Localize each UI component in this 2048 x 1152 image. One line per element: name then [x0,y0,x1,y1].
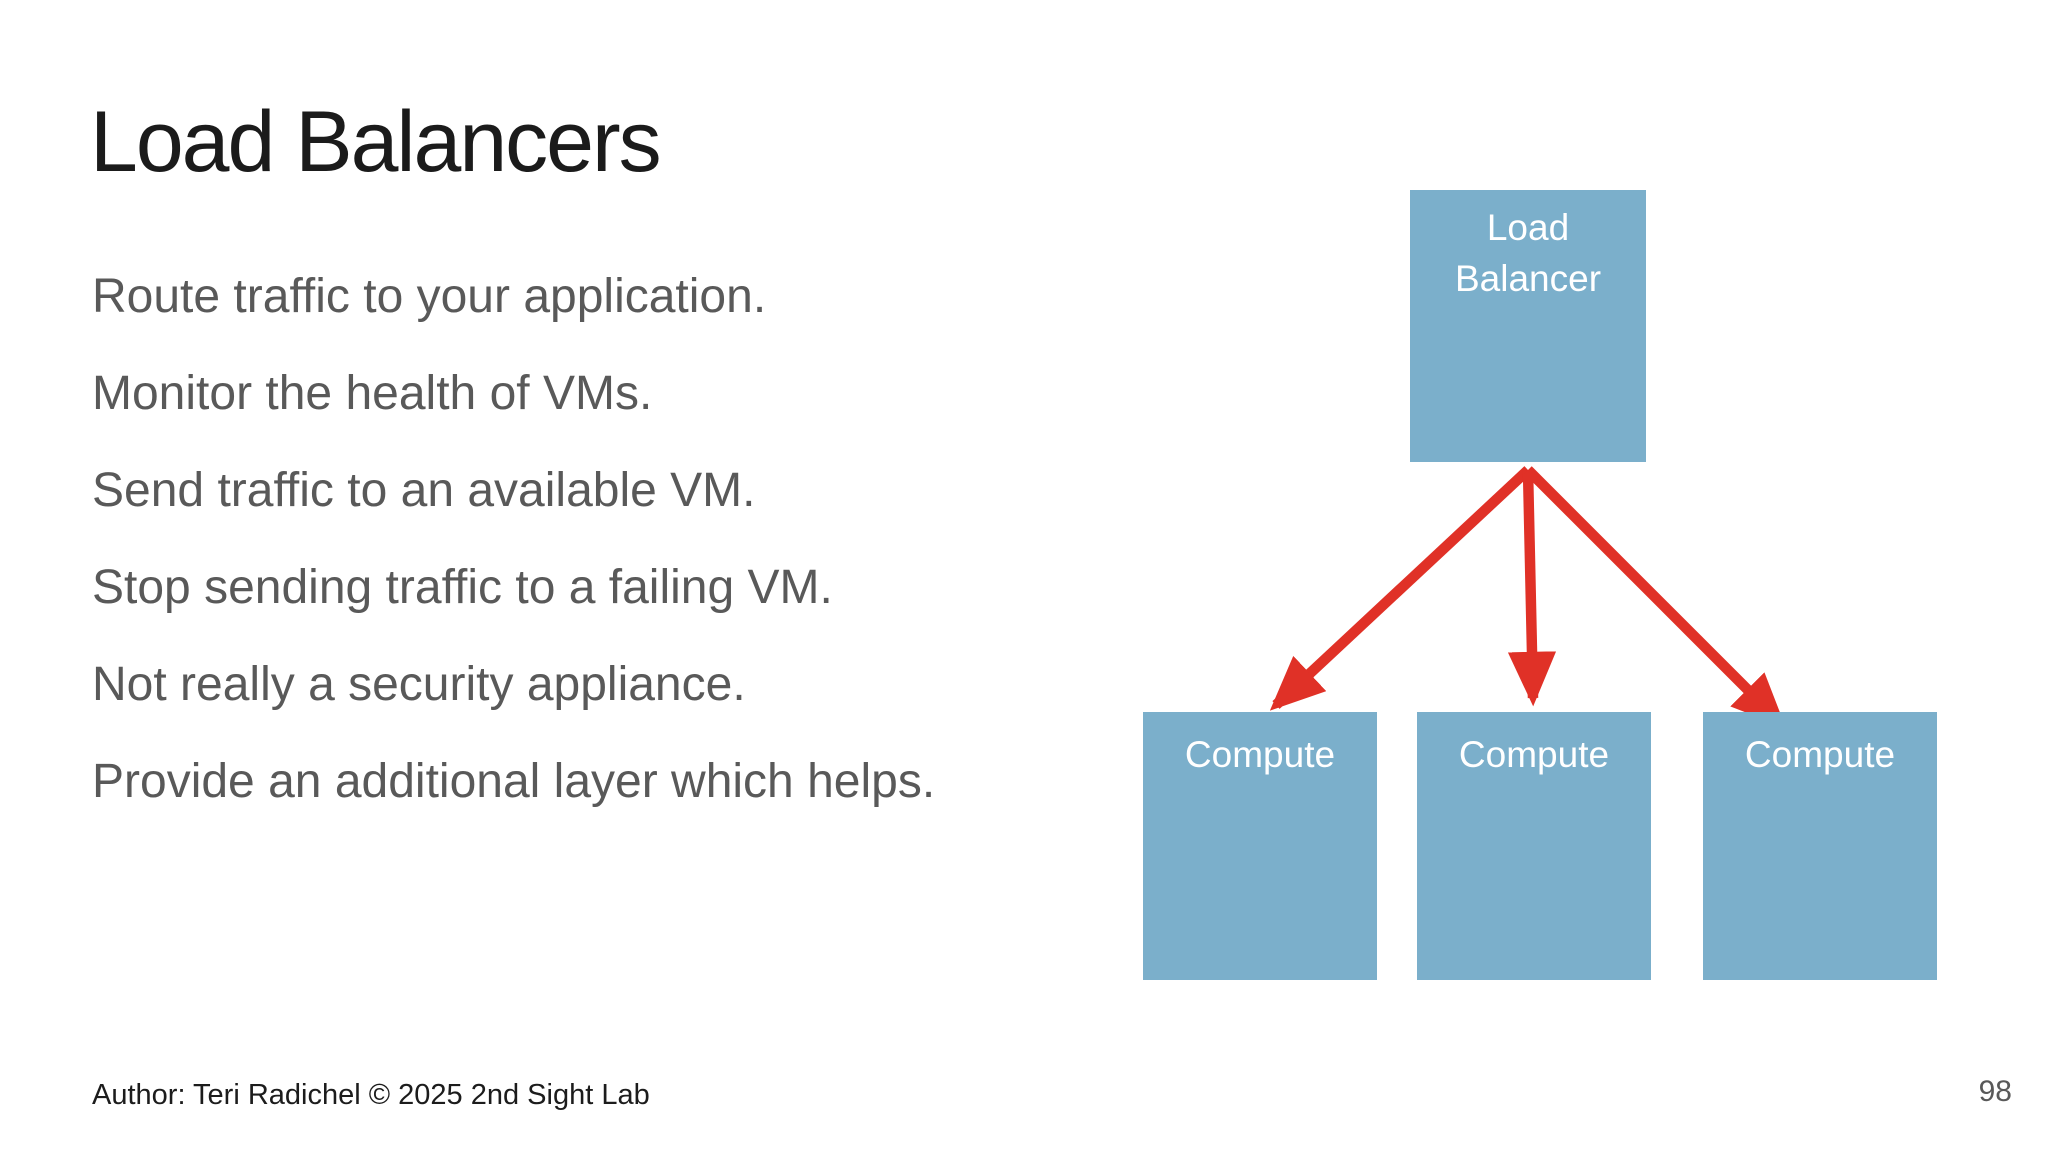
arrow-lb-to-compute-3 [1524,466,1786,728]
page-title: Load Balancers [90,94,662,190]
bullet-line: Route traffic to your application. [92,270,767,323]
bullet-line: Provide an additional layer which helps. [92,755,936,808]
bullet-line: Not really a security appliance. [92,658,746,711]
load-balancer-box: Load Balancer [1410,190,1646,462]
compute-box-1: Compute [1143,712,1377,980]
bullet-line: Send traffic to an available VM. [92,464,756,517]
arrow-lb-to-compute-2 [1507,469,1557,707]
load-balancer-label: Load Balancer [1454,207,1602,299]
compute-label: Compute [1458,734,1610,775]
compute-label: Compute [1744,734,1896,775]
footer-credit: Author: Teri Radichel © 2025 2nd Sight L… [92,1079,650,1111]
compute-box-2: Compute [1417,712,1651,980]
bullet-line: Monitor the health of VMs. [92,367,653,420]
bullet-list: Route traffic to your application. Monit… [92,248,935,830]
compute-label: Compute [1184,734,1336,775]
page-number: 98 [1978,1075,2012,1108]
bullet-line: Stop sending traffic to a failing VM. [92,561,833,614]
arrow-lb-to-compute-1 [1269,466,1532,711]
compute-box-3: Compute [1703,712,1937,980]
